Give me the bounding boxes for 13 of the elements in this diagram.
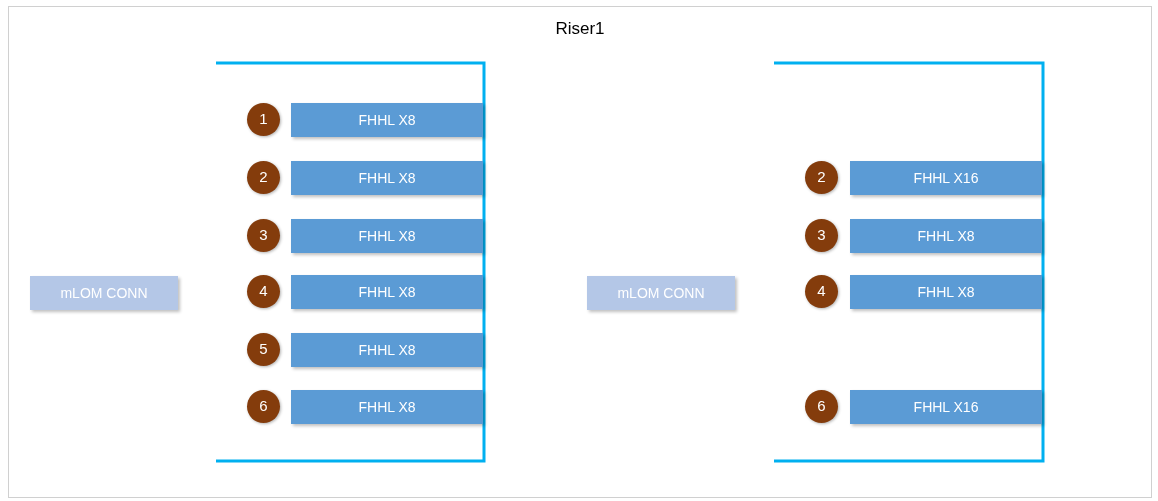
connector-box: mLOM CONN bbox=[587, 276, 735, 310]
slot-box: FHHL X8 bbox=[291, 161, 483, 195]
slot-box: FHHL X8 bbox=[291, 333, 483, 367]
slot-box: FHHL X8 bbox=[291, 219, 483, 253]
slot-box: FHHL X8 bbox=[850, 275, 1042, 309]
slot-box: FHHL X8 bbox=[291, 275, 483, 309]
slot-box: FHHL X16 bbox=[850, 390, 1042, 424]
slot-box: FHHL X8 bbox=[291, 390, 483, 424]
slot-box: FHHL X8 bbox=[850, 219, 1042, 253]
slot-box: FHHL X8 bbox=[291, 103, 483, 137]
connector-box: mLOM CONN bbox=[30, 276, 178, 310]
diagram-title: Riser1 bbox=[554, 18, 606, 40]
slot-box: FHHL X16 bbox=[850, 161, 1042, 195]
